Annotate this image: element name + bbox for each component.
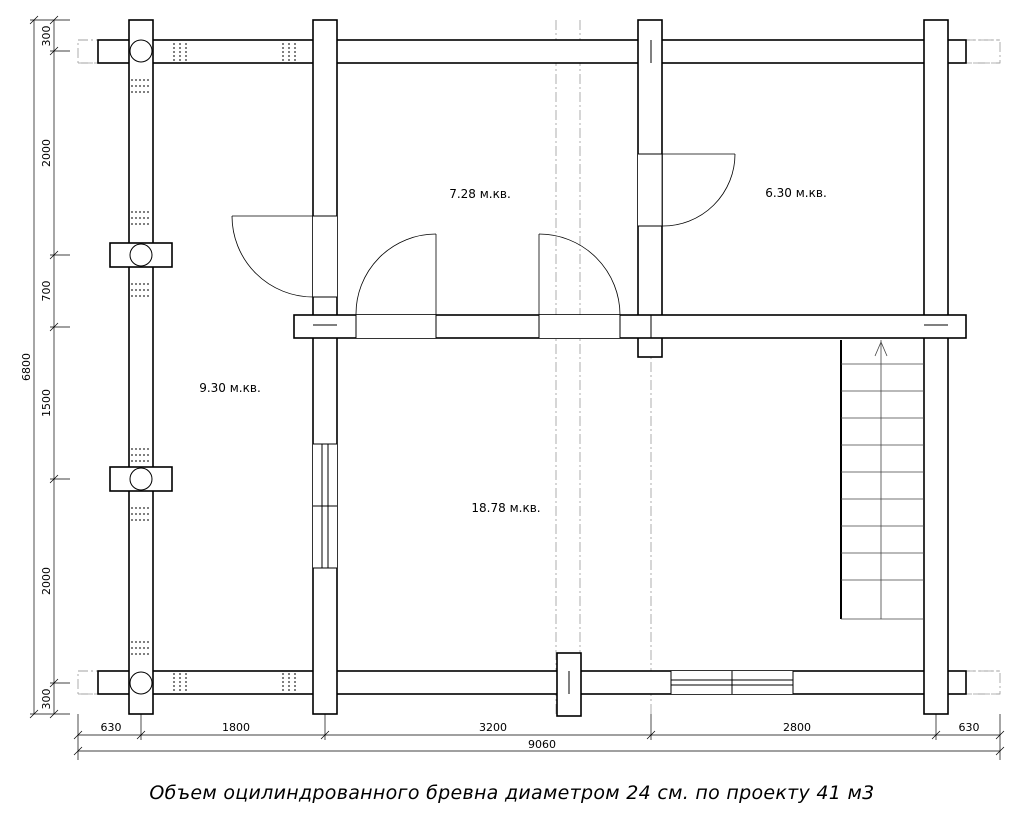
- dim-label: 700: [40, 281, 53, 302]
- room-area-label: 9.30 м.кв.: [199, 381, 261, 395]
- axis-lines: [77, 20, 1001, 714]
- dim-label: 3200: [479, 721, 507, 734]
- wall-top: [97, 39, 967, 64]
- dimensions-horizontal: 630 1800 3200 2800 630 9060: [73, 714, 1005, 760]
- room-labels: 7.28 м.кв. 6.30 м.кв. 9.30 м.кв. 18.78 м…: [199, 186, 827, 515]
- dim-label: 2000: [40, 139, 53, 167]
- dim-label: 1800: [222, 721, 250, 734]
- walls: [97, 19, 967, 717]
- dim-label: 630: [101, 721, 122, 734]
- door-room-a-left: [355, 233, 437, 316]
- dim-label: 300: [40, 689, 53, 710]
- wall-right: [923, 19, 949, 715]
- caption: Объем оцилиндрованного бревна диаметром …: [149, 782, 875, 804]
- dim-total-label: 9060: [528, 738, 556, 751]
- staircase: [840, 340, 924, 620]
- dim-label: 1500: [40, 389, 53, 417]
- wall-stub-left-lower: [109, 466, 173, 492]
- room-area-label: 18.78 м.кв.: [471, 501, 540, 515]
- dimensions-vertical: 300 2000 700 1500 2000 300 6800: [20, 15, 70, 719]
- dim-label: 2000: [40, 567, 53, 595]
- room-area-label: 7.28 м.кв.: [449, 187, 511, 201]
- stair-arrow-icon: [874, 340, 888, 357]
- dim-label: 630: [959, 721, 980, 734]
- wall-internal-1: [312, 19, 338, 715]
- wall-bottom: [97, 670, 967, 695]
- log-ends: [129, 39, 153, 695]
- wall-middle-horizontal: [293, 314, 967, 339]
- door-room-b: [661, 153, 736, 227]
- dim-label: 2800: [783, 721, 811, 734]
- wall-stub-left-upper: [109, 242, 173, 268]
- wall-left: [128, 19, 154, 715]
- door-left: [231, 215, 314, 298]
- room-area-label: 6.30 м.кв.: [765, 186, 827, 200]
- windows: [313, 443, 794, 694]
- door-room-a-right: [538, 233, 621, 316]
- openings: [313, 40, 948, 694]
- dim-total-label: 6800: [20, 353, 33, 381]
- doors: [231, 153, 736, 316]
- joint-marks: [131, 43, 296, 692]
- dim-label: 300: [40, 26, 53, 47]
